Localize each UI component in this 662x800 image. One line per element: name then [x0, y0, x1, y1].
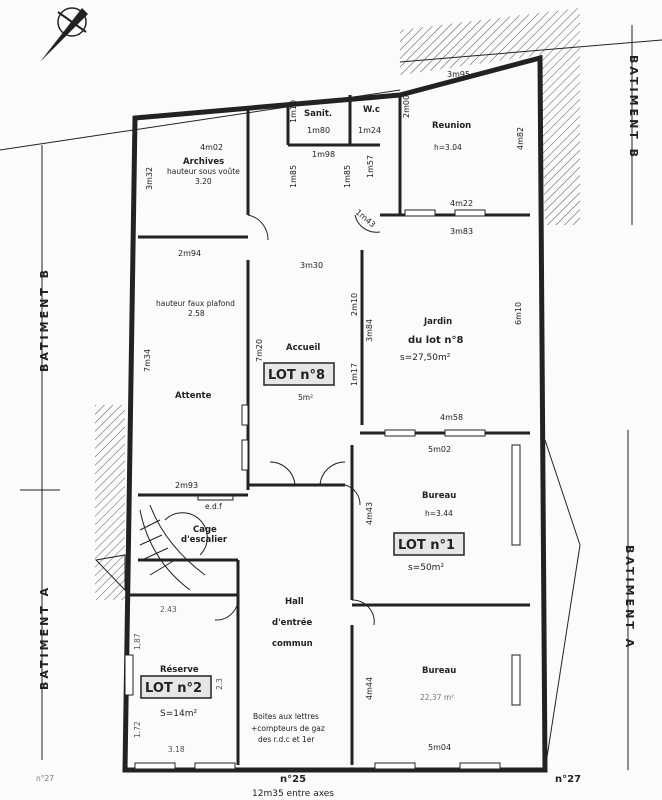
- wc-name: W.c: [363, 105, 380, 115]
- reserve-hw3: 1.72: [133, 721, 142, 738]
- label-batiment-a-left: BATIMENT A: [38, 585, 51, 690]
- jardin-right: 6m10: [514, 302, 523, 325]
- archives-note2: 3.20: [195, 177, 212, 186]
- attente-note1: hauteur faux plafond: [156, 299, 235, 308]
- address-n-left: n°27: [36, 774, 54, 783]
- bureau-top-name: Bureau: [422, 491, 456, 501]
- bureau-bottom-name: Bureau: [422, 666, 456, 676]
- jardin-name1: Jardin: [423, 317, 452, 327]
- attente-name: Attente: [175, 391, 212, 401]
- bureau-top-note: h=3.44: [425, 509, 453, 518]
- dim-1m43: 1m43: [354, 208, 377, 230]
- reserve-surface: S=14m²: [160, 709, 197, 719]
- sanit-name: Sanit.: [304, 109, 332, 119]
- jardin-name2: du lot n°8: [408, 335, 463, 346]
- hatched-neighbour-top-right: [400, 8, 580, 225]
- accueil-name: Accueil: [286, 343, 320, 353]
- attente-bottom: 2m93: [175, 481, 198, 490]
- lot-8-label: LOT n°8: [268, 368, 325, 383]
- bureau-bottom-handwritten: 22,37 m²: [420, 693, 454, 702]
- hall-name1: Hall: [285, 597, 304, 607]
- attente-note2: 2.58: [188, 309, 205, 318]
- dim-1m85-b: 1m85: [343, 165, 352, 188]
- reserve-name: Réserve: [160, 664, 199, 675]
- label-batiment-b-left: BATIMENT B: [38, 267, 51, 372]
- jardin-bottom: 4m58: [440, 413, 463, 422]
- lot-1-label: LOT n°1: [398, 538, 455, 553]
- attente-top: 2m94: [178, 249, 201, 258]
- address-n27: n°27: [555, 774, 581, 785]
- archives-width: 4m02: [200, 143, 223, 152]
- dim-1m98: 1m98: [312, 150, 335, 159]
- jardin-left: 3m84: [365, 319, 374, 342]
- bureau-top-dim: 5m02: [428, 445, 451, 454]
- dim-1m17: 1m17: [350, 363, 359, 386]
- attente-left: 7m34: [143, 349, 152, 372]
- hall-name3: commun: [272, 639, 313, 649]
- reunion-name: Reunion: [432, 121, 471, 131]
- north-arrow-icon: [40, 7, 88, 62]
- reunion-top: 3m95: [447, 70, 470, 79]
- reunion-left: 2m00: [402, 95, 411, 118]
- archives-name: Archives: [183, 157, 224, 167]
- wc-width: 1m24: [358, 126, 381, 135]
- jardin-surface: s=27,50m²: [400, 353, 451, 363]
- jardin-top: 3m83: [450, 227, 473, 236]
- lot-2-label: LOT n°2: [145, 681, 202, 696]
- wc-height: 1m57: [366, 155, 375, 178]
- sanit-width: 1m80: [307, 126, 330, 135]
- reunion-bottom: 4m22: [450, 199, 473, 208]
- address-n25: n°25: [280, 774, 306, 785]
- reunion-note: h=3.04: [434, 143, 462, 152]
- boites-line1: Boites aux lettres: [253, 712, 319, 721]
- boites-line3: des r.d.c et 1er: [258, 735, 315, 744]
- reserve-top: 2.43: [160, 605, 177, 614]
- label-batiment-a-right: BATIMENT A: [623, 545, 636, 650]
- archives-height: 3m32: [145, 167, 154, 190]
- reserve-hw4: 3.18: [168, 745, 185, 754]
- lot-boxes: [140, 362, 465, 699]
- cage-name2: d'escalier: [181, 535, 228, 545]
- reunion-right: 4m82: [516, 127, 525, 150]
- sanit-height: 1m10: [289, 100, 298, 123]
- accueil-surface: 5m²: [298, 393, 313, 402]
- windows: [124, 209, 521, 770]
- boites-line2: +compteurs de gaz: [251, 724, 325, 733]
- dim-1m85-a: 1m85: [289, 165, 298, 188]
- edf-label: e.d.f: [205, 502, 222, 511]
- cage-name1: Cage: [193, 525, 217, 535]
- accueil-right: 2m10: [350, 293, 359, 316]
- staircase: [139, 504, 208, 591]
- hall-name2: d'entrée: [272, 617, 313, 628]
- door-swings: [94, 214, 381, 626]
- archives-note1: hauteur sous voûte: [167, 167, 240, 176]
- bureau-bottom-left: 4m44: [365, 677, 374, 700]
- address-axes: 12m35 entre axes: [252, 789, 334, 799]
- reserve-hw1: 1,87: [133, 633, 142, 650]
- reserve-hw2: 2.3: [215, 678, 224, 690]
- accueil-left: 7m20: [255, 339, 264, 362]
- bureau-top-left: 4m43: [365, 502, 374, 525]
- accueil-top: 3m30: [300, 261, 323, 270]
- bureau-bottom-bottom: 5m04: [428, 743, 451, 752]
- side-dimension-lines: [20, 25, 633, 771]
- label-batiment-b-right: BATIMENT B: [627, 55, 640, 160]
- bureau-top-surface: s=50m²: [408, 563, 444, 573]
- hatched-neighbour-left: [95, 405, 125, 600]
